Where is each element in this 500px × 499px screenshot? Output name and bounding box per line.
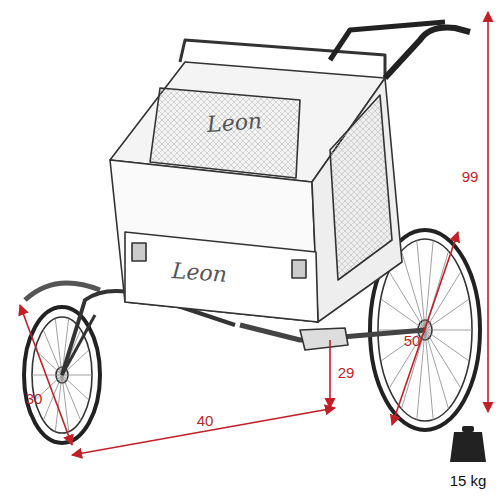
- spoke: [389, 272, 425, 331]
- spoke: [55, 319, 62, 376]
- brand-text: Leon: [172, 258, 229, 287]
- spoke: [62, 375, 89, 400]
- spoke: [35, 350, 62, 375]
- dimension-label: 50: [404, 332, 421, 349]
- brand-text: Leon: [207, 108, 264, 137]
- spoke: [425, 272, 461, 331]
- dimension-label: 40: [197, 412, 214, 429]
- spoke: [425, 330, 472, 331]
- spoke: [402, 330, 426, 409]
- spoke: [425, 330, 433, 420]
- spoke: [62, 375, 92, 376]
- spoke: [425, 299, 469, 330]
- weight-icon: [450, 426, 486, 462]
- spoke: [417, 240, 425, 330]
- spoke: [32, 375, 62, 376]
- weight-label: 15 kg: [450, 472, 487, 489]
- dimension-label: 30: [26, 390, 43, 407]
- dimension-label: 99: [462, 168, 479, 185]
- spoke: [381, 299, 425, 330]
- spoke: [43, 375, 62, 420]
- spoke: [425, 330, 461, 389]
- spoke: [425, 330, 469, 361]
- dimension-label: 29: [338, 364, 355, 381]
